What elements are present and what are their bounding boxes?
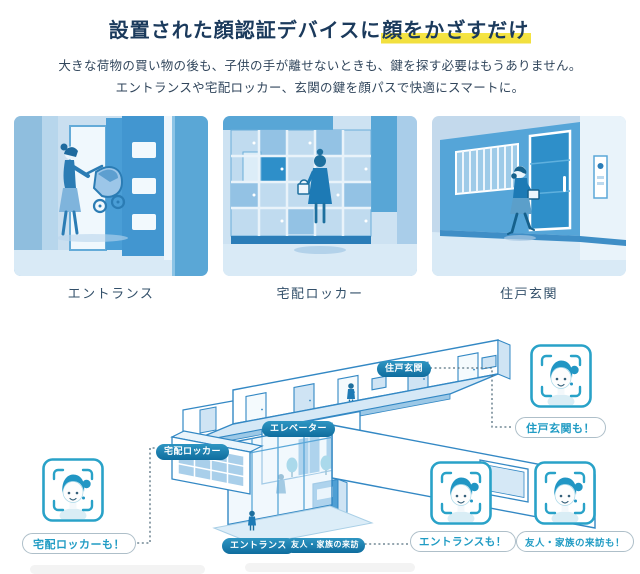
delivery-locker-illustration	[223, 116, 417, 276]
label-pill-entrance: エントランス	[222, 538, 295, 554]
woman-with-stroller	[59, 143, 126, 236]
label-pill-visitors: 友人・家族の来訪	[285, 538, 365, 553]
woman-at-locker	[297, 148, 332, 224]
illustration-panels: エントランス	[0, 116, 640, 302]
panel-caption-unit-entrance: 住戸玄関	[499, 286, 558, 301]
entrance-illustration	[14, 116, 208, 276]
panel-entrance: エントランス	[14, 116, 208, 302]
face-scan-icon-visitors	[534, 461, 596, 525]
label-pill-delivery-locker: 宅配ロッカー	[156, 444, 230, 460]
isometric-building-illustration	[128, 339, 596, 546]
callout-entrance: エントランスも！	[410, 531, 516, 552]
face-scan-icon-unit-entrance	[530, 344, 592, 408]
face-scan-icon-delivery-locker	[42, 458, 104, 522]
page-title-highlight: 顔をかざすだけ	[381, 20, 532, 45]
panel-unit-entrance: 住戸玄関	[432, 116, 626, 302]
panel-caption-entrance: エントランス	[67, 286, 155, 301]
description: 大きな荷物の買い物の後も、子供の手が離せないときも、鍵を探す必要はもうありません…	[0, 56, 640, 99]
floorplan-section: 住戸玄関 エレベーター 宅配ロッカー エントランス 友人・家族の来訪 宅配ロッカ…	[0, 322, 640, 574]
page-title-plain: 設置された顔認証デバイスに	[108, 20, 382, 42]
page-title: 設置された顔認証デバイスに顔をかざすだけ	[0, 18, 640, 45]
label-pill-elevator: エレベーター	[262, 421, 336, 437]
unit-entrance-illustration	[432, 116, 626, 276]
callout-visitors: 友人・家族の来訪も！	[516, 531, 635, 552]
description-line-2: エントランスや宅配ロッカー、玄関の鍵を顔パスで快適にスマートに。	[115, 80, 525, 95]
entrance-figure	[248, 510, 256, 531]
panel-delivery-locker: 宅配ロッカー	[223, 116, 417, 302]
next-section-hint	[245, 563, 415, 572]
callout-unit-entrance: 住戸玄関も！	[515, 417, 606, 438]
label-pill-unit-entrance: 住戸玄関	[377, 361, 432, 377]
next-section-hint	[30, 565, 205, 574]
panel-caption-delivery-locker: 宅配ロッカー	[276, 286, 364, 301]
woman-walking	[507, 166, 540, 235]
face-scan-icon-entrance	[430, 461, 492, 525]
callout-delivery-locker: 宅配ロッカーも！	[22, 533, 136, 554]
description-line-1: 大きな荷物の買い物の後も、子供の手が離せないときも、鍵を探す必要はもうありません…	[58, 59, 582, 73]
